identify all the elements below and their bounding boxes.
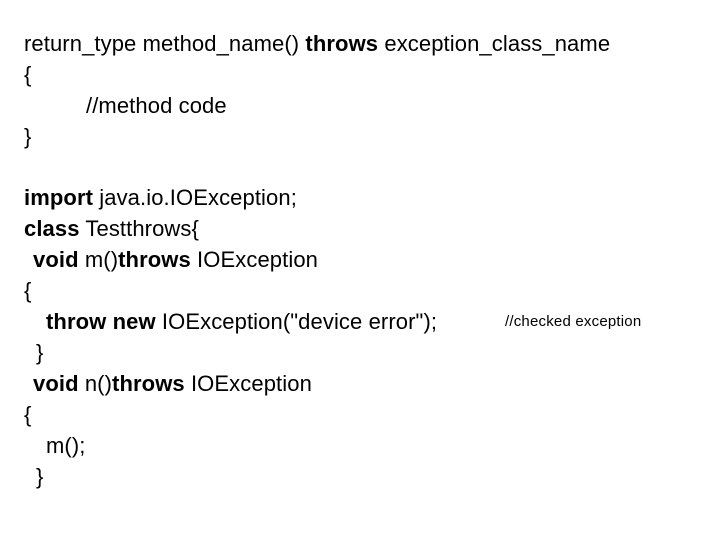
code-line: return_type method_name() throws excepti… [0, 28, 720, 59]
code-keyword: void [33, 371, 79, 396]
code-keyword: throw new [46, 309, 156, 334]
java-throws-example-block: import java.io.IOException;class Testthr… [0, 182, 720, 492]
code-text: { [24, 62, 32, 87]
code-text: IOException("device error"); [155, 309, 438, 334]
code-line: void m()throws IOException [0, 244, 720, 275]
code-text: } [24, 124, 32, 149]
code-text: //method code [86, 93, 227, 118]
method-signature-syntax-block: return_type method_name() throws excepti… [0, 28, 720, 152]
code-text: Testthrows{ [79, 216, 199, 241]
code-text: exception_class_name [378, 31, 611, 56]
code-text: IOException [190, 247, 318, 272]
code-line: throw new IOException("device error"); //… [0, 306, 720, 337]
code-text: return_type method_name() [24, 31, 306, 56]
code-text: IOException [184, 371, 312, 396]
code-text: { [24, 278, 32, 303]
code-line: { [0, 399, 720, 430]
code-line: } [0, 121, 720, 152]
code-line: { [0, 275, 720, 306]
code-keyword: void [33, 247, 79, 272]
code-text: m() [78, 247, 119, 272]
code-keyword: class [24, 216, 80, 241]
code-line: class Testthrows{ [0, 213, 720, 244]
code-line: void n()throws IOException [0, 368, 720, 399]
code-line: } [0, 337, 720, 368]
code-keyword: throws [112, 371, 185, 396]
code-text: } [36, 464, 44, 489]
code-text: { [24, 402, 32, 427]
code-side-comment: //checked exception [505, 313, 642, 330]
code-line: { [0, 59, 720, 90]
code-text: n() [78, 371, 113, 396]
code-text: m(); [46, 433, 86, 458]
code-line: import java.io.IOException; [0, 182, 720, 213]
code-line: //method code [0, 90, 720, 121]
code-keyword: import [24, 185, 94, 210]
code-line: m(); [0, 430, 720, 461]
code-keyword: throws [118, 247, 191, 272]
code-text: java.io.IOException; [93, 185, 297, 210]
code-keyword: throws [305, 31, 379, 56]
code-text: } [36, 340, 44, 365]
code-line: } [0, 461, 720, 492]
